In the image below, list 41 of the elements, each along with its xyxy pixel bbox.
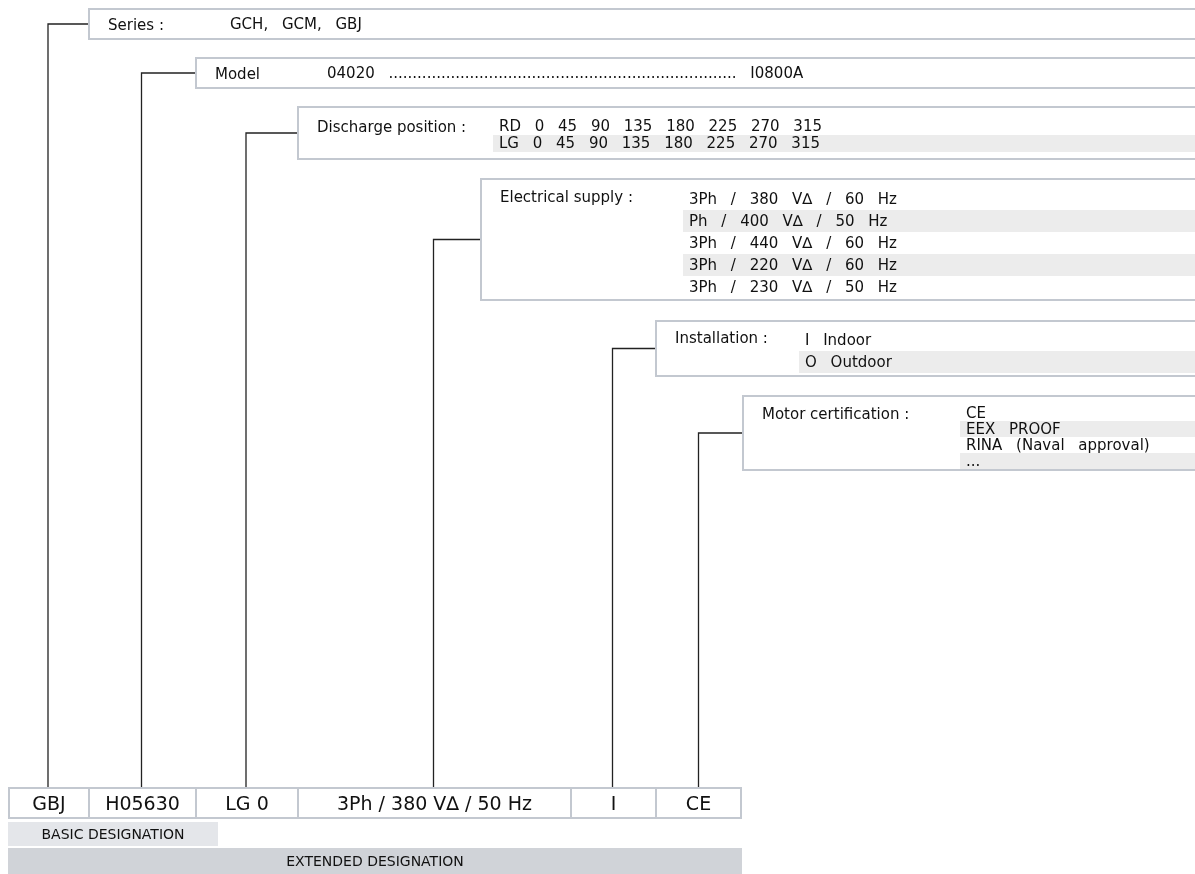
code-cell: CE xyxy=(655,787,742,819)
field-heading: Electrical supply : xyxy=(500,188,633,206)
field-heading: Model xyxy=(215,65,261,83)
option-text: ... xyxy=(960,453,1195,469)
code-cell: H05630 xyxy=(88,787,197,819)
code-cell: GBJ xyxy=(8,787,90,819)
option-text: GCH, GCM, GBJ xyxy=(229,16,363,33)
connector-line xyxy=(697,432,743,788)
option-text: 3Ph / 380 V∆ / 60 Hz xyxy=(688,189,898,210)
code-cell: LG 0 xyxy=(195,787,299,819)
connector-line xyxy=(140,72,196,788)
connector-line xyxy=(47,23,89,788)
option-text: Ph / 400 V∆ / 50 Hz xyxy=(683,210,1195,232)
option-text: RD 0 45 90 135 180 225 270 315 xyxy=(498,118,823,135)
option-text: EEX PROOF xyxy=(960,421,1195,437)
extended-designation-band: EXTENDED DESIGNATION xyxy=(8,848,742,874)
option-text: 3Ph / 220 V∆ / 60 Hz xyxy=(683,254,1195,276)
option-text: LG 0 45 90 135 180 225 270 315 xyxy=(493,135,1195,152)
option-panel xyxy=(195,57,1195,89)
connector-line xyxy=(432,238,481,788)
field-heading: Installation : xyxy=(675,329,768,347)
option-text: 3Ph / 440 V∆ / 60 Hz xyxy=(688,233,898,254)
option-text: CE xyxy=(965,405,987,421)
option-text: 04020 ......................................................................... I0800A xyxy=(326,65,805,82)
option-panel xyxy=(297,106,1195,160)
basic-designation-band: BASIC DESIGNATION xyxy=(8,822,218,846)
option-panel xyxy=(480,178,1195,301)
connector-line xyxy=(611,347,656,788)
field-heading: Series : xyxy=(108,16,164,34)
field-heading: Motor certification : xyxy=(762,405,910,423)
option-text: 3Ph / 230 V∆ / 50 Hz xyxy=(688,277,898,298)
option-text: O Outdoor xyxy=(799,351,1195,373)
connector-line xyxy=(245,132,298,788)
code-cell: I xyxy=(570,787,657,819)
option-text: RINA (Naval approval) xyxy=(965,437,1151,453)
option-panel xyxy=(88,8,1195,40)
field-heading: Discharge position : xyxy=(317,118,467,136)
option-panel xyxy=(742,395,1195,471)
option-panel xyxy=(655,320,1195,377)
option-text: I Indoor xyxy=(804,330,873,351)
code-cell: 3Ph / 380 V∆ / 50 Hz xyxy=(297,787,572,819)
